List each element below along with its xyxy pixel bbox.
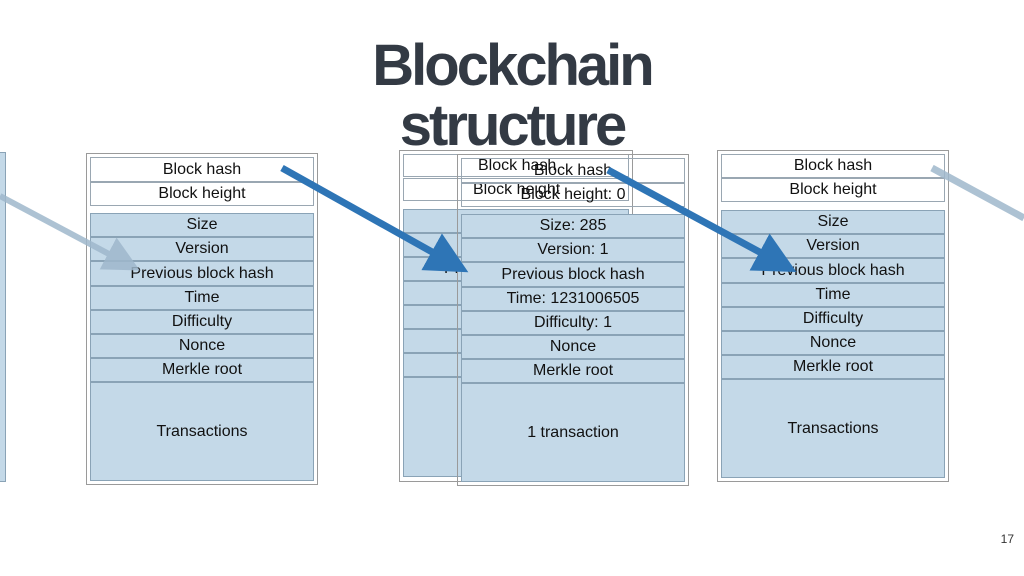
merkle-root-cell: Merkle root — [461, 359, 685, 383]
block-height-cell: Block height: 0 — [461, 183, 685, 207]
merkle-root-cell: Merkle root — [90, 358, 314, 382]
transactions-cell: Transactions — [90, 382, 314, 481]
block-genesis: Block hash Block height: 0 Size: 285 Ver… — [457, 154, 689, 486]
difficulty-cell: Difficulty: 1 — [461, 311, 685, 335]
nonce-cell: Nonce — [721, 331, 945, 355]
time-cell: Time — [721, 283, 945, 307]
difficulty-cell: Difficulty — [721, 307, 945, 331]
block-hash-cell: Block hash — [461, 158, 685, 183]
time-cell: Time — [90, 286, 314, 310]
block-height-cell: Block height — [721, 178, 945, 202]
previous-block-hash-cell: Previous block hash — [461, 262, 685, 287]
nonce-cell: Nonce — [461, 335, 685, 359]
version-cell: Version: 1 — [461, 238, 685, 262]
merkle-root-cell: Merkle root — [721, 355, 945, 379]
slide-title: Blockchain structure — [312, 36, 712, 156]
size-cell: Size: 285 — [461, 214, 685, 238]
arrow-genesis-to-right — [606, 166, 797, 272]
arrow-into-left-block — [0, 193, 140, 271]
transactions-cell: 1 transaction — [461, 383, 685, 482]
size-cell: Size — [721, 210, 945, 234]
block-hash-cell: Block hash — [90, 157, 314, 182]
arrow-right-to-next — [930, 164, 1024, 222]
block-left: Block hash Block height Size Version Pre… — [86, 153, 318, 485]
transactions-cell: Transactions — [721, 379, 945, 478]
slide-number: 17 — [1000, 532, 1014, 546]
previous-block-hash-cell: Previous block hash — [90, 261, 314, 286]
nonce-cell: Nonce — [90, 334, 314, 358]
difficulty-cell: Difficulty — [90, 310, 314, 334]
time-cell: Time: 1231006505 — [461, 287, 685, 311]
arrow-left-to-genesis — [280, 164, 469, 273]
previous-block-edge — [0, 152, 6, 482]
block-right: Block hash Block height Size Version Pre… — [717, 150, 949, 482]
block-height-cell: Block height — [90, 182, 314, 206]
title-line-1: Blockchain — [372, 33, 654, 98]
block-hash-cell: Block hash — [721, 154, 945, 178]
title-line-2: structure — [399, 93, 627, 158]
size-cell: Size — [90, 213, 314, 237]
